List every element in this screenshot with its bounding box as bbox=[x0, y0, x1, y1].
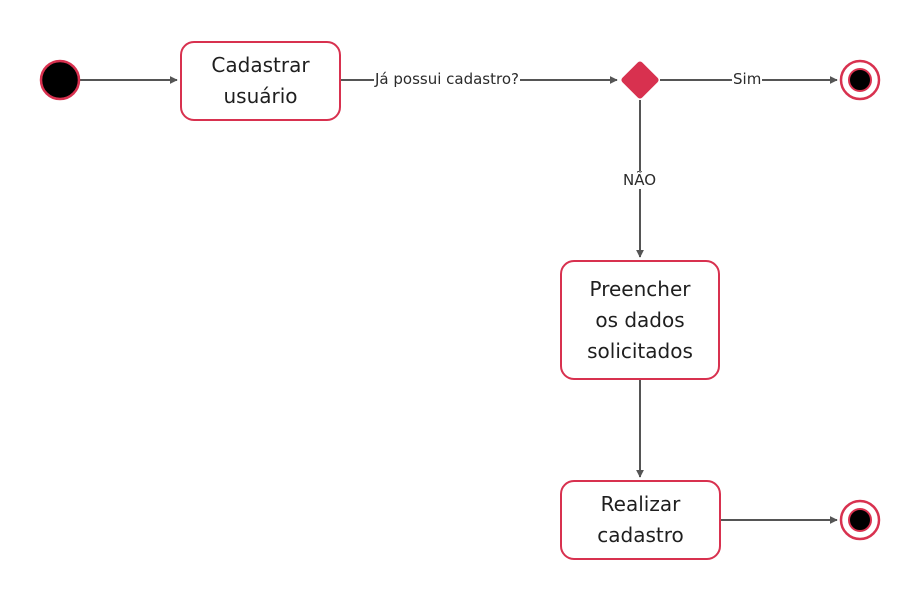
edge-label-ja-possui-cadastro: Já possui cadastro? bbox=[374, 70, 520, 88]
edge-label-nao: NÃO bbox=[622, 171, 658, 189]
activity-realizar-cadastro: Realizar cadastro bbox=[560, 480, 721, 560]
activity-preencher-dados: Preencher os dados solicitados bbox=[560, 260, 720, 380]
edge-label-sim: Sim bbox=[732, 70, 763, 88]
activity-cadastrar-usuario: Cadastrar usuário bbox=[180, 41, 341, 121]
final-node-cadastro bbox=[839, 499, 881, 541]
initial-node bbox=[39, 59, 81, 101]
final-node-sim bbox=[839, 59, 881, 101]
decision-node bbox=[621, 61, 659, 99]
